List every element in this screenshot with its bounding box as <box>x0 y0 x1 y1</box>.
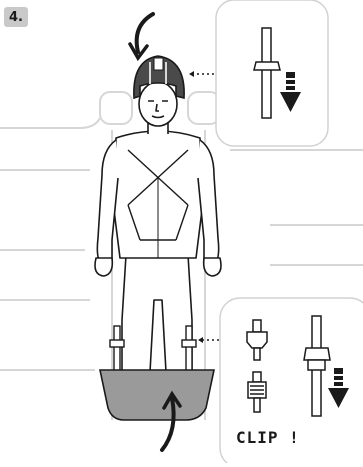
clip-caption: CLIP ! <box>236 428 300 447</box>
right-arm <box>198 140 219 262</box>
legs <box>122 255 192 372</box>
step-number-badge: 4. <box>4 7 28 27</box>
left-arm <box>97 140 118 262</box>
left-hand <box>95 258 112 276</box>
curved-arrow-down-icon <box>130 14 153 58</box>
foot-bag <box>100 370 214 420</box>
head <box>139 82 177 126</box>
detail-panel-top <box>216 0 328 146</box>
right-hand <box>204 258 221 276</box>
